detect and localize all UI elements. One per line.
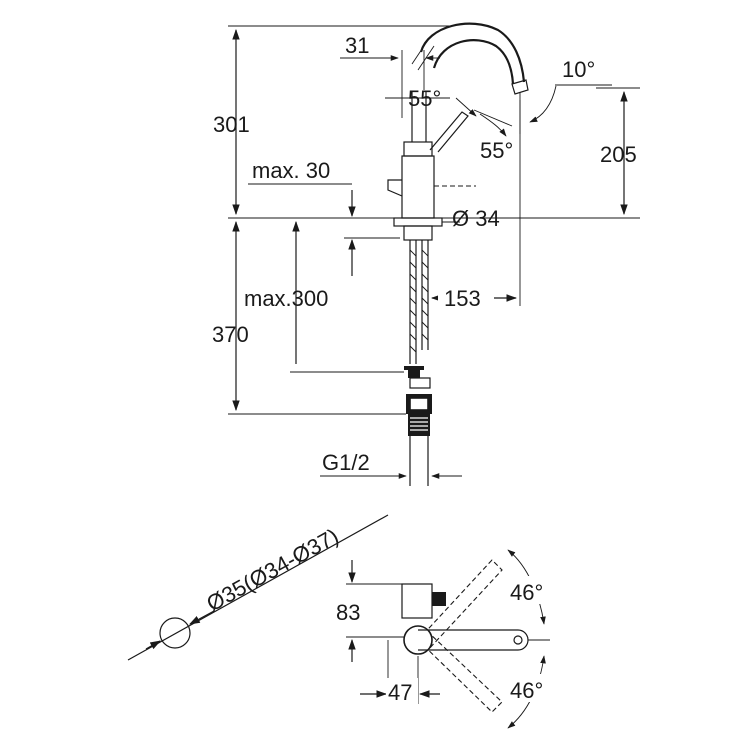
spout-neck-b [417,45,435,71]
hose-connector-upper [404,366,424,378]
hole-arrow-a [145,640,161,650]
label-bg-46-lower [506,674,556,702]
thread-hatching [410,417,428,431]
spout-outer [419,22,526,83]
label-thread: G1/2 [322,450,370,475]
handle-lever [429,111,469,153]
mounting-plate [393,217,443,227]
mounting-hole-circle [159,617,191,649]
spout-swivel-lower [417,631,503,713]
top-body [401,583,433,619]
thread-fitting [408,414,430,436]
angle-arc-55-mid [479,113,507,137]
label-swivel-upper: 46° [510,580,543,605]
label-height-total: 301 [213,112,250,137]
label-height-outlet: 205 [600,142,637,167]
label-bg-46-upper [506,576,556,604]
hole-arrow-b [189,610,215,625]
label-hose-length: 370 [212,322,249,347]
spout-inner [432,39,515,85]
connector-window [409,397,429,411]
label-top-offset: 47 [388,680,412,705]
pop-up-lever [387,179,403,197]
top-spout [418,629,529,651]
label-hole-diameter: Ø35(Ø34-Ø37) [202,523,342,616]
spout-aerator [511,79,529,95]
top-view: 83 46° 46° 47 [336,549,556,729]
label-angle-tip: 10° [562,57,595,82]
label-base-diameter: Ø 34 [452,206,500,231]
label-bg-47 [386,678,418,704]
top-base-circle [403,625,433,655]
label-angle-mid: 55° [480,138,513,163]
faucet-body [401,155,435,219]
spout-swivel-upper [417,559,503,651]
mounting-hole-detail: Ø35(Ø34-Ø37) [127,514,389,661]
label-swivel-lower: 46° [510,678,543,703]
label-bg-153 [438,284,494,310]
supply-hoses [409,240,429,364]
cartridge-housing [403,141,433,157]
label-top-depth: 83 [336,600,360,625]
top-handle [432,592,446,606]
label-max-thickness: max. 30 [252,158,330,183]
fixing-nut [403,225,433,241]
side-view: 301 31 10° 55° 55° [212,22,640,486]
spout-neck-a [411,39,429,65]
angle-arc-10 [529,85,557,123]
label-angle-top: 55° [408,86,441,111]
label-spout-width: 31 [345,33,369,58]
top-spout-outlet [513,635,523,645]
connector-body [409,377,431,389]
label-reach: 153 [444,286,481,311]
label-max-length: max.300 [244,286,328,311]
angle-arrow-upper [455,97,477,117]
angle-reference-mid [473,109,513,127]
hole-diameter-leader [127,514,389,661]
